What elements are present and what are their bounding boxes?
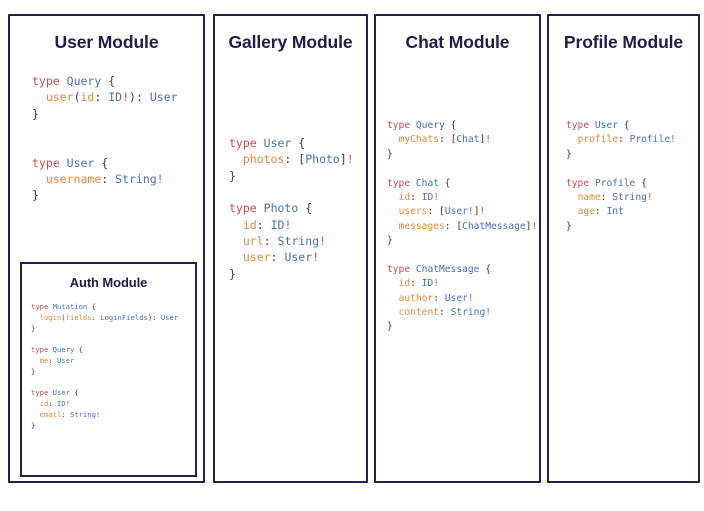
module-code-profile: type User { profile: Profile! } type Pro… [566, 120, 676, 232]
module-title-profile: Profile Module [563, 32, 684, 52]
module-card-chat[interactable]: Chat Module type Query { myChats: [Chat]… [374, 14, 541, 483]
module-code-auth: type Mutation { login(fields: LoginField… [31, 302, 179, 430]
module-code-chat: type Query { myChats: [Chat]! } type Cha… [387, 120, 538, 333]
module-title-auth: Auth Module [69, 275, 148, 290]
module-card-gallery[interactable]: Gallery Module type User { photos: [Phot… [213, 14, 368, 483]
module-title-chat: Chat Module [405, 32, 510, 52]
module-code-user: type Query { user(id: ID!): User } type … [32, 74, 178, 203]
module-card-profile[interactable]: Profile Module type User { profile: Prof… [547, 14, 700, 483]
module-card-auth[interactable]: Auth Module type Mutation { login(fields… [20, 262, 197, 477]
module-card-user[interactable]: User Module type Query { user(id: ID!): … [8, 14, 205, 483]
module-title-gallery: Gallery Module [228, 32, 353, 52]
module-title-user: User Module [54, 32, 159, 52]
module-code-gallery: type User { photos: [Photo]! } type Phot… [229, 136, 354, 281]
